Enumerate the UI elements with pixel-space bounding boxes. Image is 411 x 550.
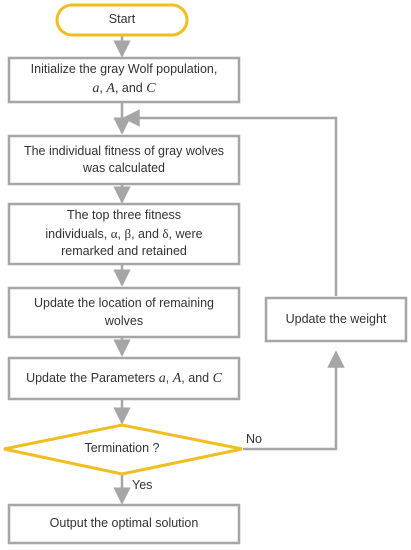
top3-line-2: individuals, α, β, and δ, were	[45, 225, 203, 241]
update-location-box	[7, 286, 241, 339]
init-box	[7, 56, 241, 104]
fitness-label: The individual fitness of gray wolves wa…	[23, 143, 225, 176]
yes-branch-label: Yes	[132, 478, 153, 492]
init-label: Initialize the gray Wolf population, a, …	[9, 58, 239, 102]
update-parameters-box	[7, 356, 241, 401]
update-location-label: Update the location of remaining wolves	[34, 296, 214, 328]
init-line-2: a, A, and C	[92, 80, 156, 96]
termination-label: Termination ?	[84, 441, 160, 456]
edge-weight-loop	[122, 109, 338, 296]
init-line-1: Initialize the gray Wolf population,	[30, 62, 218, 77]
termination-diamond	[3, 423, 243, 476]
start-terminal	[55, 3, 189, 37]
top3-box	[7, 202, 241, 266]
fitness-box	[7, 134, 241, 186]
start-label: Start	[108, 12, 136, 27]
update-weight-box	[264, 296, 408, 343]
top3-label: The top three fitness individuals, α, β,…	[45, 208, 203, 259]
update-weight-label: Update the weight	[285, 311, 387, 326]
output-box	[7, 503, 241, 545]
update-parameters-label: Update the Parameters a, A, and C	[26, 370, 222, 386]
no-branch-label: No	[246, 432, 262, 446]
output-label: Output the optimal solution	[49, 516, 199, 531]
edge-no-to-weight	[243, 350, 345, 451]
